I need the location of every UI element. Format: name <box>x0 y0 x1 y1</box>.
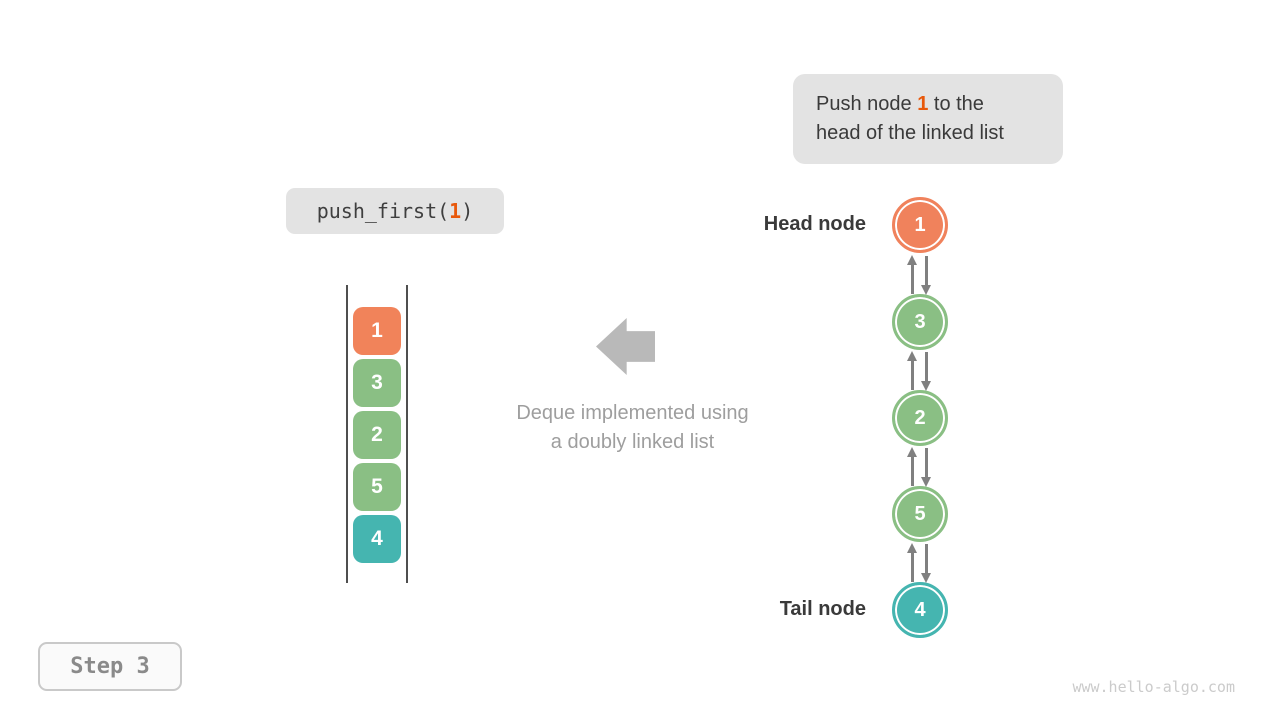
list-node: 2 <box>892 390 948 446</box>
up-arrow-icon <box>907 447 917 486</box>
left-arrow-icon <box>596 318 655 375</box>
stack-cell: 2 <box>353 411 401 459</box>
caption-line1: Deque implemented using <box>516 402 749 424</box>
stack-cell: 4 <box>353 515 401 563</box>
link-arrows <box>905 447 935 487</box>
tail-node-label: Tail node <box>779 598 866 620</box>
up-arrow-icon <box>907 351 917 390</box>
callout-text-line2: head of the linked list <box>816 122 1004 144</box>
callout-text-before: Push node <box>816 93 918 115</box>
code-arg-value: 1 <box>449 199 462 223</box>
step-badge: Step 3 <box>38 642 182 691</box>
code-before: push_first( <box>316 199 450 223</box>
up-arrow-icon <box>907 543 917 582</box>
down-arrow-icon <box>921 544 931 583</box>
down-arrow-icon <box>921 256 931 295</box>
watermark: www.hello-algo.com <box>1072 678 1235 696</box>
up-arrow-icon <box>907 255 917 294</box>
code-after: ) <box>461 199 474 223</box>
callout-text-after: to the <box>928 93 984 115</box>
stack-cell: 3 <box>353 359 401 407</box>
list-node-head: 1 <box>892 197 948 253</box>
code-box: push_first(1) <box>286 188 504 234</box>
caption-line2: a doubly linked list <box>550 431 715 453</box>
caption: Deque implemented using a doubly linked … <box>455 399 810 457</box>
stack-cell: 1 <box>353 307 401 355</box>
deque-stack: 1 3 2 5 4 <box>346 285 408 583</box>
link-arrows <box>905 255 935 295</box>
callout-text-line1: Push node 1 to the <box>816 93 984 115</box>
callout-highlight-value: 1 <box>917 93 929 115</box>
list-node-tail: 4 <box>892 582 948 638</box>
link-arrows <box>905 543 935 583</box>
down-arrow-icon <box>921 352 931 391</box>
list-node: 3 <box>892 294 948 350</box>
down-arrow-icon <box>921 448 931 487</box>
head-node-label: Head node <box>763 213 866 235</box>
callout-box: Push node 1 to the head of the linked li… <box>793 74 1063 164</box>
list-node: 5 <box>892 486 948 542</box>
stack-cell: 5 <box>353 463 401 511</box>
link-arrows <box>905 351 935 391</box>
